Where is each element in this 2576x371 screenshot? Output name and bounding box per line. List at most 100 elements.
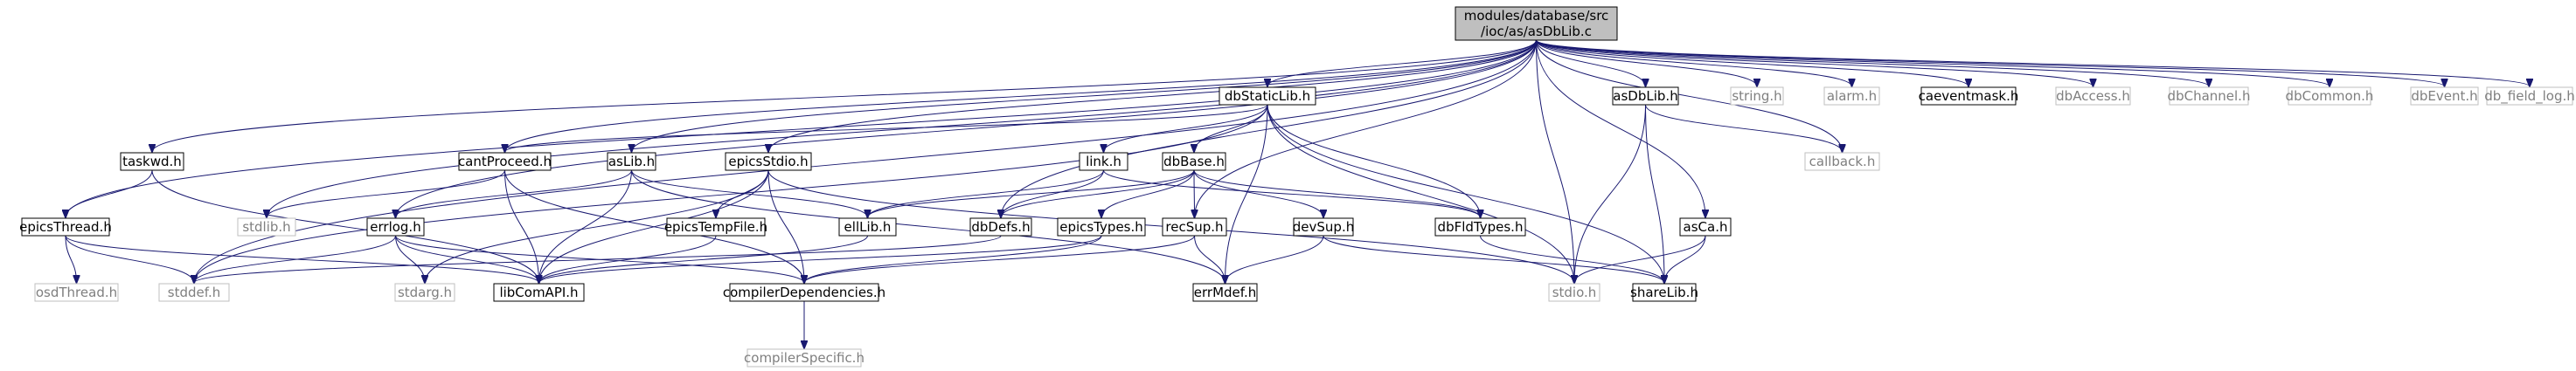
- node-dbFieldLog-label: db_field_log.h: [2484, 88, 2575, 105]
- node-callback: callback.h: [1804, 152, 1880, 171]
- node-dbBase-box[interactable]: [1162, 152, 1226, 171]
- node-epicsStdio[interactable]: epicsStdio.h: [725, 152, 812, 171]
- edge-root-to-dbChannel: [1536, 39, 2210, 86]
- node-dbStaticLib-box[interactable]: [1219, 86, 1316, 106]
- node-epicsStdio-box[interactable]: [725, 152, 812, 171]
- node-libComAPI[interactable]: libComAPI.h: [493, 283, 585, 302]
- node-dbEvent-box: [2410, 86, 2479, 106]
- node-dbStaticLib[interactable]: dbStaticLib.h: [1219, 86, 1316, 106]
- node-errMdef-label: errMdef.h: [1194, 285, 1256, 300]
- edge-root-to-callback: [1536, 39, 1843, 152]
- edge-dbBase-to-recSup: [1194, 169, 1195, 217]
- edge-cantProceed-to-stdlib: [267, 169, 505, 217]
- edge-dbBase-to-epicsTypes: [1101, 169, 1195, 217]
- edge-asLib-to-ellLib: [631, 169, 868, 217]
- node-asDbLib-box[interactable]: [1612, 86, 1679, 106]
- edge-asDbLib-to-stdio: [1574, 104, 1646, 283]
- node-asLib[interactable]: asLib.h: [607, 152, 656, 171]
- edge-errlog-to-stdarg: [395, 235, 426, 283]
- node-dbStaticLib-label: dbStaticLib.h: [1225, 88, 1310, 104]
- edge-root-to-dbEvent: [1536, 39, 2445, 86]
- edge-epicsStdio-to-epicsTempFile: [716, 169, 769, 217]
- node-root-label: modules/database/src: [1464, 8, 1609, 24]
- node-cantProceed-label: cantProceed.h: [458, 154, 552, 169]
- node-compilerSpecific-label: compilerSpecific.h: [744, 350, 864, 366]
- node-errlog[interactable]: errlog.h: [366, 217, 425, 237]
- edge-root-to-asLib: [632, 39, 1537, 152]
- edge-asCa-to-shareLib: [1664, 235, 1706, 283]
- node-dbEvent-label: dbEvent.h: [2411, 88, 2477, 104]
- node-compilerDependencies[interactable]: compilerDependencies.h: [723, 283, 885, 302]
- node-compilerDependencies-box[interactable]: [729, 283, 879, 302]
- node-errlog-label: errlog.h: [370, 219, 420, 235]
- node-cantProceed-box[interactable]: [458, 152, 552, 171]
- edge-epicsStdio-to-stdarg: [425, 169, 769, 283]
- node-epicsTypes-box[interactable]: [1057, 217, 1146, 237]
- node-errMdef-box[interactable]: [1192, 283, 1258, 302]
- edge-taskwd-to-epicsThread: [66, 169, 153, 217]
- node-dbDefs[interactable]: dbDefs.h: [969, 217, 1032, 237]
- node-caeventmask-box[interactable]: [1920, 86, 2017, 106]
- node-errlog-box[interactable]: [366, 217, 425, 237]
- node-caeventmask-label: caeventmask.h: [1919, 88, 2019, 104]
- node-taskwd[interactable]: taskwd.h: [120, 152, 184, 171]
- node-epicsThread[interactable]: epicsThread.h: [19, 217, 112, 237]
- node-dbBase-label: dbBase.h: [1163, 154, 1225, 169]
- node-link[interactable]: link.h: [1079, 152, 1128, 171]
- node-errMdef[interactable]: errMdef.h: [1192, 283, 1258, 302]
- node-stdarg-box: [394, 283, 455, 302]
- edge-asDbLib-to-callback: [1645, 104, 1843, 152]
- edge-root-to-errlog: [396, 39, 1537, 217]
- node-asDbLib-label: asDbLib.h: [1613, 88, 1677, 104]
- node-ellLib-label: ellLib.h: [844, 219, 892, 235]
- node-stringh-box: [1730, 86, 1784, 106]
- node-caeventmask[interactable]: caeventmask.h: [1919, 86, 2019, 106]
- node-epicsTypes[interactable]: epicsTypes.h: [1057, 217, 1146, 237]
- edge-recSup-to-compilerDependencies: [804, 235, 1195, 283]
- edge-epicsThread-to-osdThread: [65, 235, 77, 283]
- edge-devSup-to-errMdef: [1226, 235, 1324, 283]
- edge-dbStaticLib-to-link: [1104, 104, 1268, 152]
- node-root[interactable]: modules/database/src/ioc/as/asDbLib.c: [1455, 6, 1618, 41]
- edge-root-to-taskwd: [152, 39, 1537, 152]
- node-dbFldTypes[interactable]: dbFldTypes.h: [1434, 217, 1526, 237]
- node-asCa-label: asCa.h: [1684, 219, 1728, 235]
- edge-root-to-dbCommon: [1536, 39, 2330, 86]
- node-epicsTempFile-box[interactable]: [666, 217, 766, 237]
- edge-recSup-to-errMdef: [1194, 235, 1226, 283]
- node-stdlib-box: [237, 217, 296, 237]
- edge-root-to-asCa: [1536, 39, 1706, 217]
- node-asLib-box[interactable]: [607, 152, 656, 171]
- node-ellLib-box[interactable]: [838, 217, 897, 237]
- node-dbAccess: dbAccess.h: [2055, 86, 2131, 106]
- node-devSup[interactable]: devSup.h: [1293, 217, 1354, 237]
- node-recSup-box[interactable]: [1162, 217, 1227, 237]
- node-asCa[interactable]: asCa.h: [1679, 217, 1732, 237]
- node-dbBase[interactable]: dbBase.h: [1162, 152, 1226, 171]
- node-link-box[interactable]: [1079, 152, 1128, 171]
- node-cantProceed[interactable]: cantProceed.h: [458, 152, 552, 171]
- node-libComAPI-box[interactable]: [493, 283, 585, 302]
- node-asDbLib[interactable]: asDbLib.h: [1612, 86, 1679, 106]
- node-shareLib-box[interactable]: [1632, 283, 1697, 302]
- edge-link-to-dbDefs: [1001, 169, 1104, 217]
- node-recSup[interactable]: recSup.h: [1162, 217, 1227, 237]
- node-epicsThread-box[interactable]: [21, 217, 110, 237]
- node-asCa-box[interactable]: [1679, 217, 1732, 237]
- node-taskwd-box[interactable]: [120, 152, 184, 171]
- node-ellLib[interactable]: ellLib.h: [838, 217, 897, 237]
- node-dbFldTypes-box[interactable]: [1434, 217, 1526, 237]
- node-root-label: /ioc/as/asDbLib.c: [1481, 24, 1592, 39]
- edge-epicsTempFile-to-libComAPI: [539, 235, 717, 283]
- node-epicsTempFile[interactable]: epicsTempFile.h: [664, 217, 767, 237]
- node-root-box[interactable]: [1455, 6, 1618, 41]
- edge-dbFldTypes-to-shareLib: [1480, 235, 1665, 283]
- node-dbDefs-box[interactable]: [969, 217, 1032, 237]
- edge-root-to-stdio: [1536, 39, 1575, 283]
- node-shareLib[interactable]: shareLib.h: [1630, 283, 1698, 302]
- node-osdThread-label: osdThread.h: [36, 285, 117, 300]
- file-nodes: modules/database/src/ioc/as/asDbLib.c dbS…: [19, 6, 2575, 368]
- edge-errlog-to-stddef: [194, 235, 396, 283]
- node-devSup-box[interactable]: [1293, 217, 1354, 237]
- edge-root-to-recSup: [1195, 39, 1537, 217]
